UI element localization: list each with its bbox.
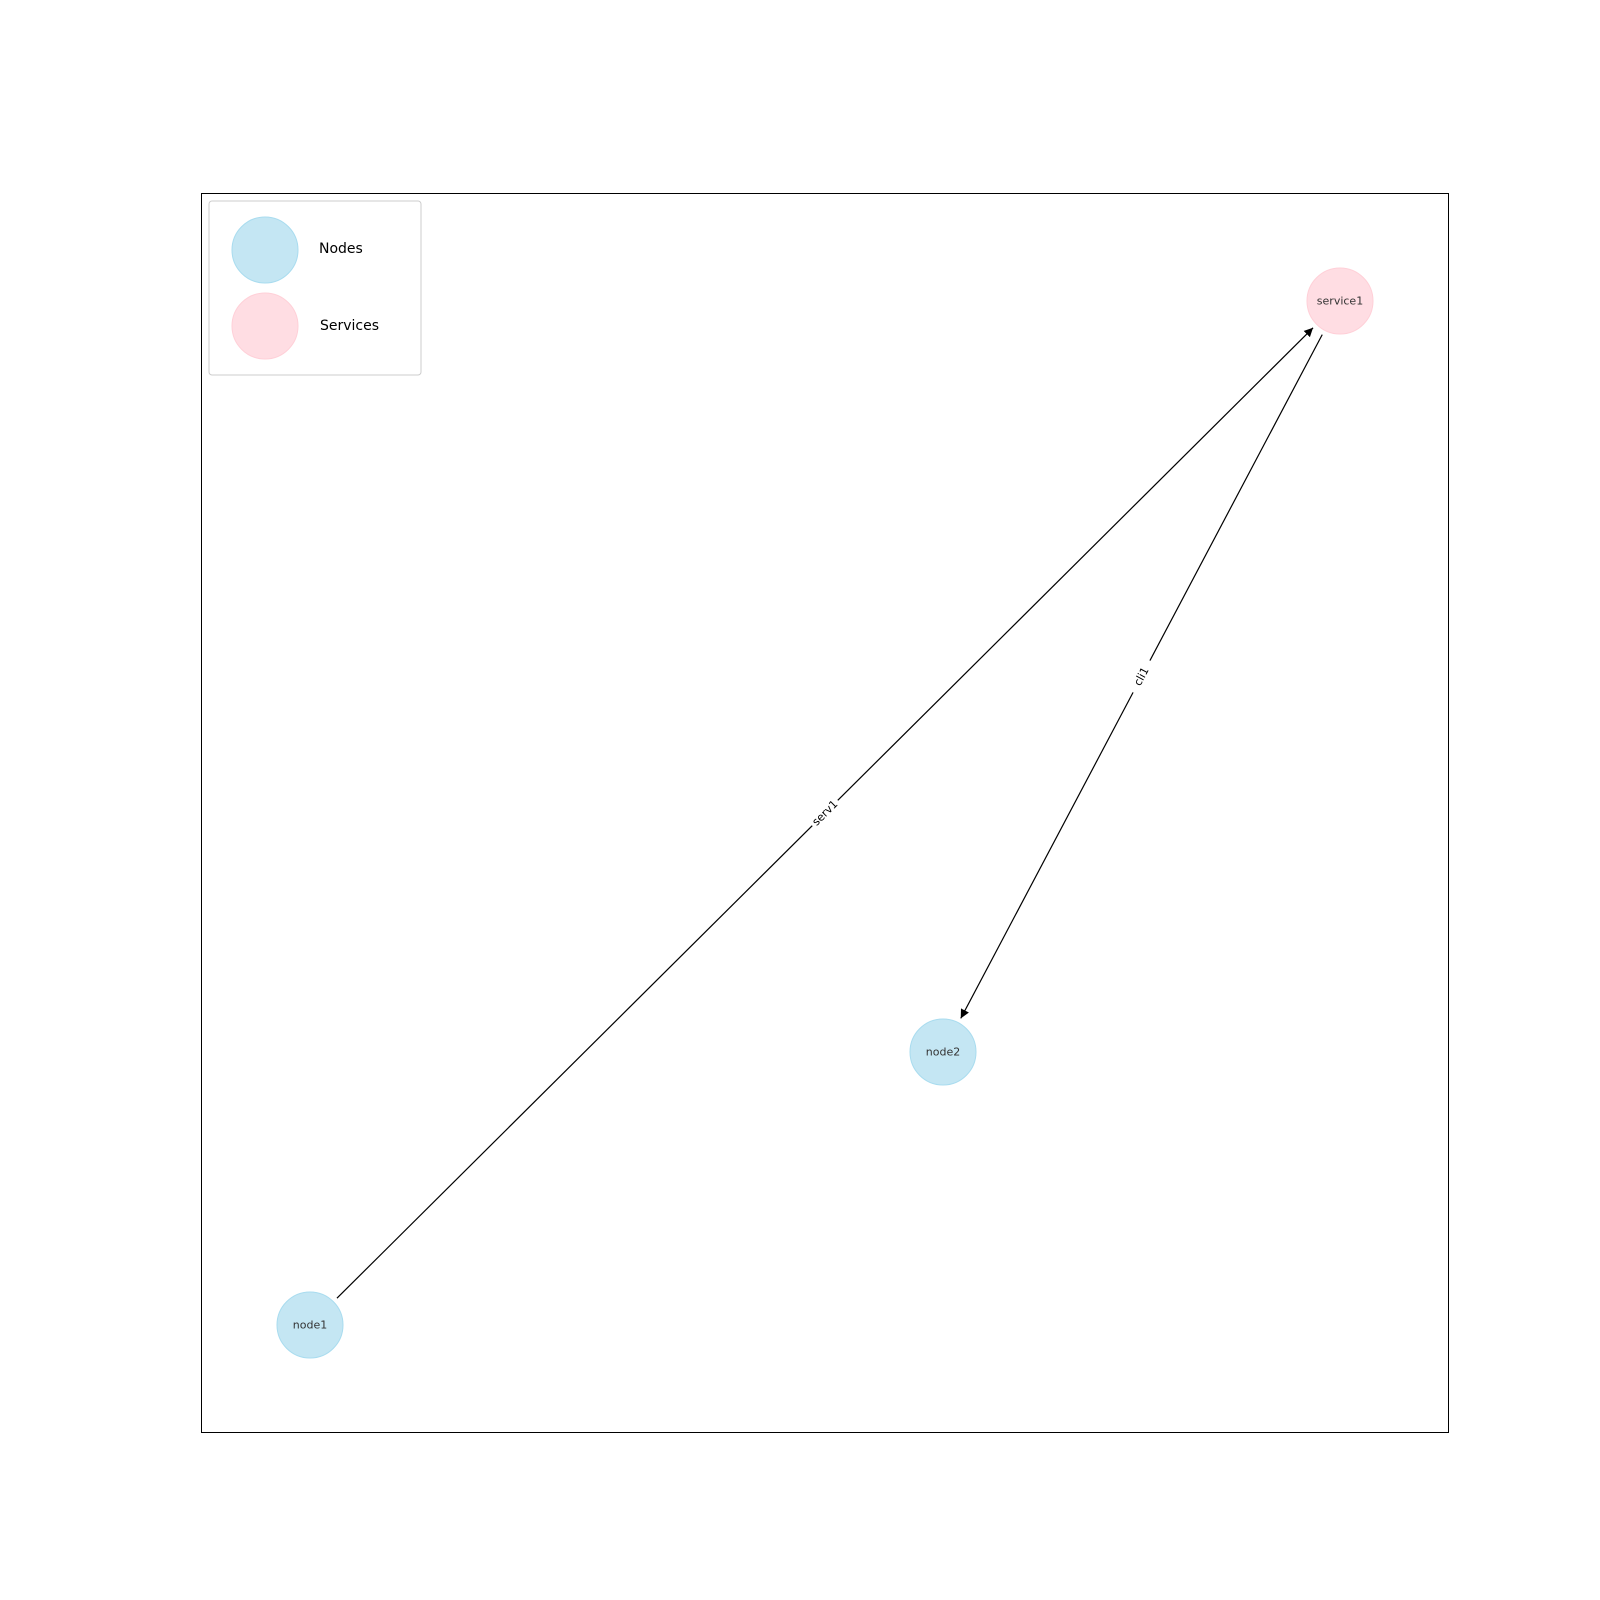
node-label-node2: node2	[926, 1046, 960, 1059]
legend-label-services: Services	[320, 318, 379, 334]
node-node1	[276, 1291, 344, 1359]
nodes-layer: node1 node2 service1	[276, 267, 1374, 1359]
edge-label-background	[806, 794, 844, 832]
legend-service-swatch	[231, 292, 299, 360]
edge-label-background	[1126, 656, 1157, 697]
node-node2	[909, 1018, 977, 1086]
node-label-service1: service1	[1317, 295, 1363, 308]
legend-label-nodes: Nodes	[319, 241, 363, 257]
node-label-node1: node1	[293, 1319, 327, 1332]
plot-frame	[201, 193, 1449, 1433]
legend: Nodes Services	[208, 200, 422, 376]
service-service1	[1306, 267, 1374, 335]
legend-node-swatch	[231, 216, 299, 284]
